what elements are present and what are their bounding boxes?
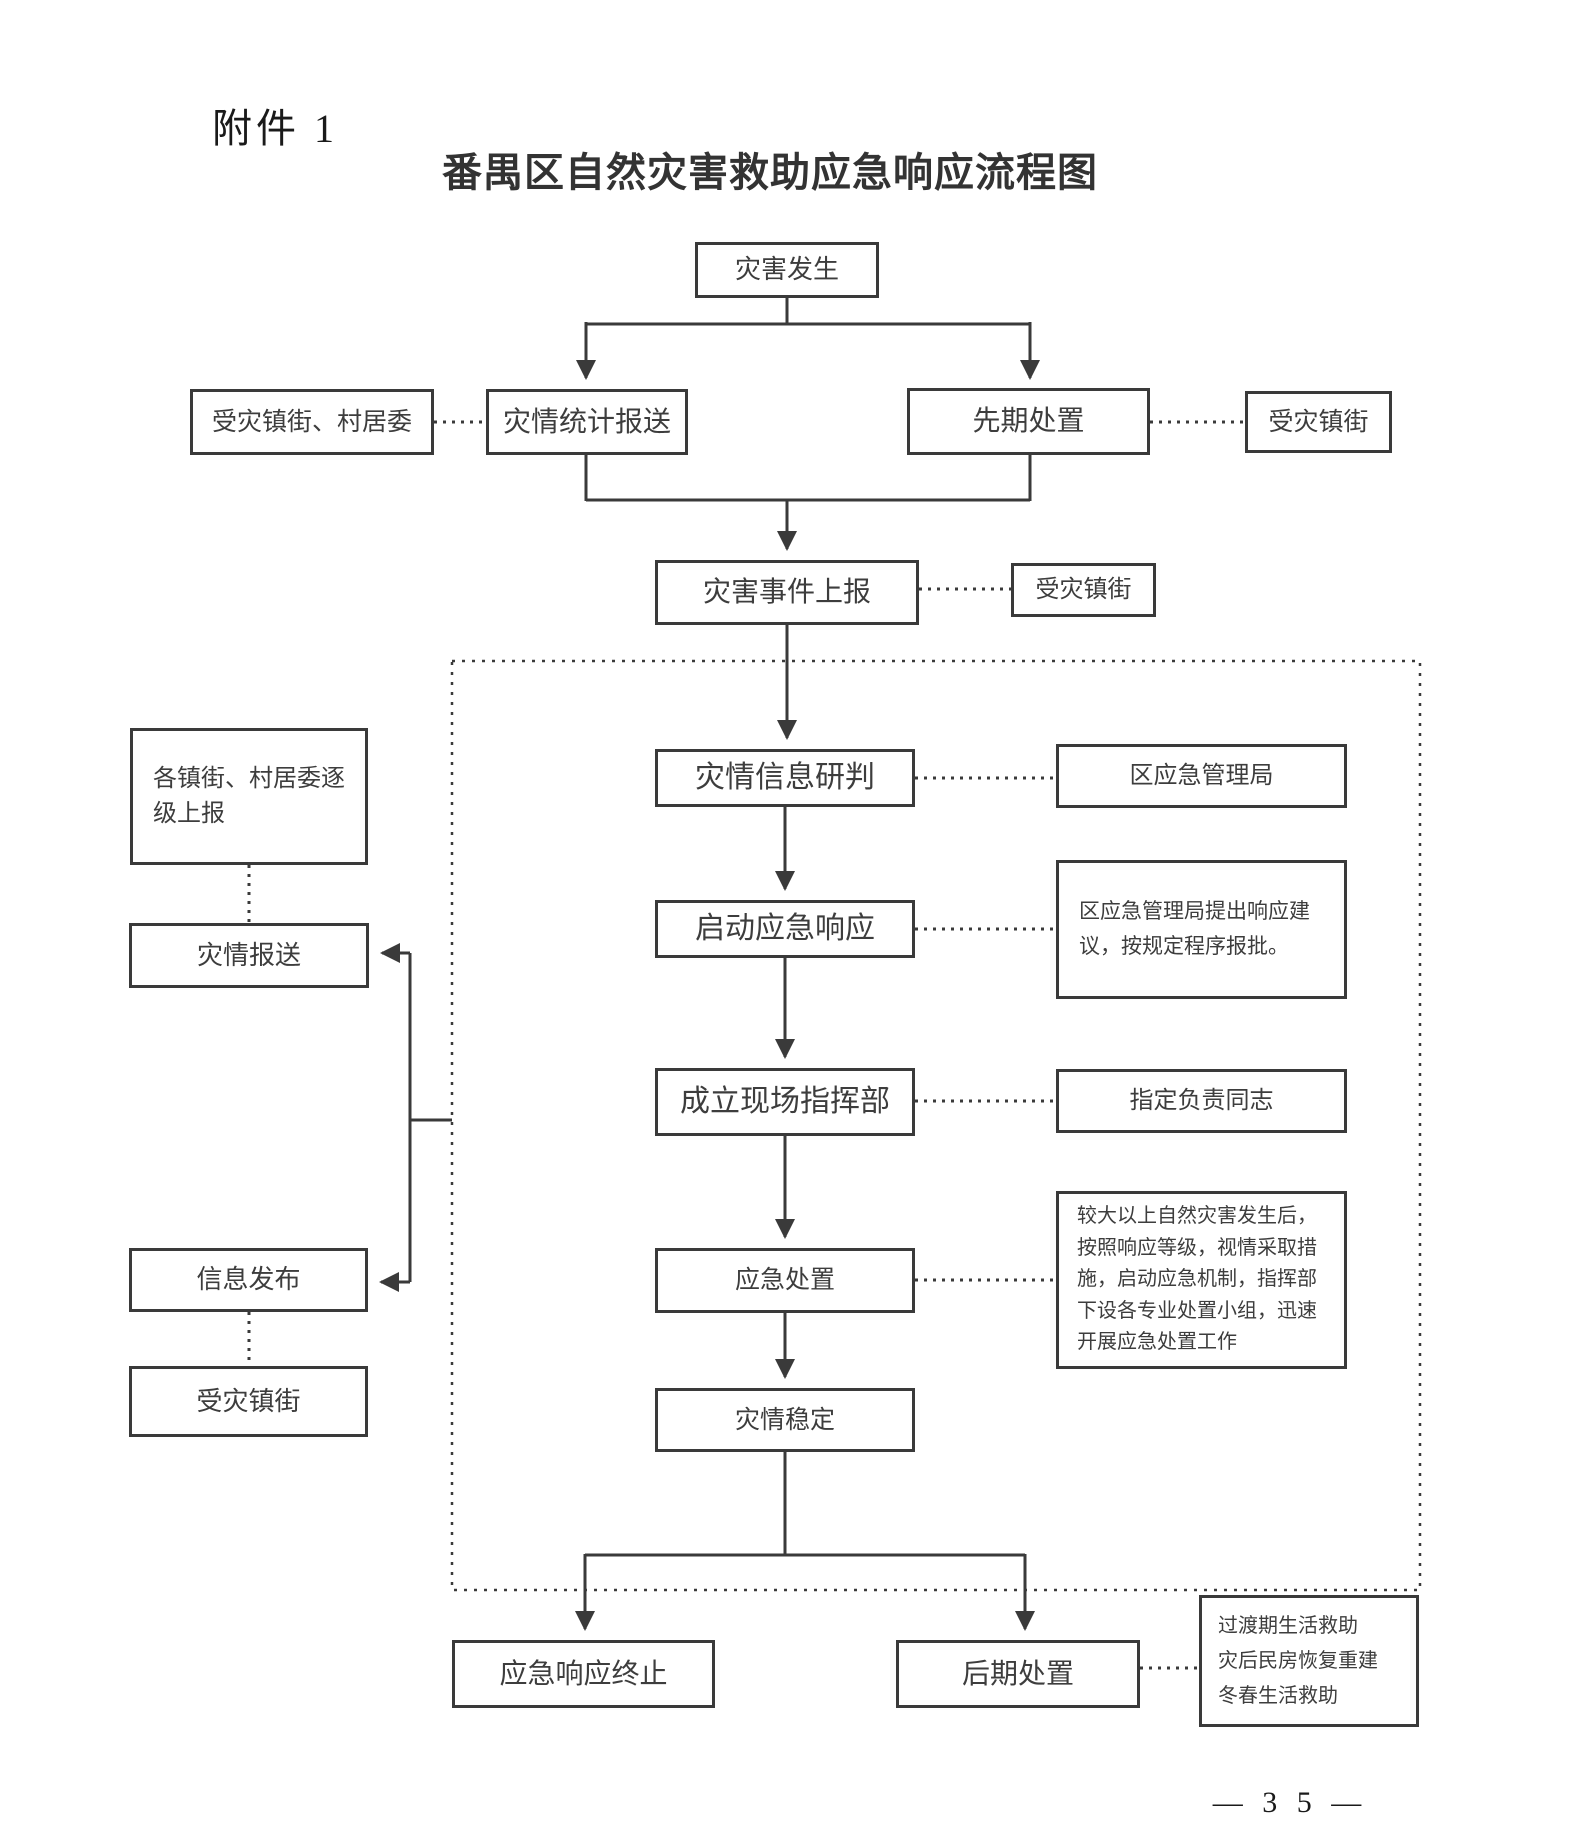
page-number: — 3 5 —	[1212, 1786, 1368, 1819]
split-to-bottom-boxes	[575, 1452, 1035, 1631]
node-initial-disposal: 先期处置	[907, 388, 1150, 455]
merge-to-event-report	[584, 455, 1032, 551]
node-disaster-report: 灾情报送	[129, 923, 369, 988]
split-from-disaster-occur	[576, 298, 1040, 380]
node-disaster-occur: 灾害发生	[695, 242, 879, 298]
attachment-label: 附件 1	[212, 106, 338, 151]
node-stat-report: 灾情统计报送	[486, 389, 688, 455]
node-event-report: 灾害事件上报	[655, 560, 919, 625]
node-affected-town-right: 受灾镇街	[1245, 391, 1392, 453]
feedback-to-left-column	[379, 943, 452, 1292]
node-affected-town-village: 受灾镇街、村居委	[190, 389, 434, 455]
page-title: 番禺区自然灾害救助应急响应流程图	[442, 151, 1098, 195]
node-emergency-disposal: 应急处置	[655, 1248, 915, 1313]
node-later-disposal: 后期处置	[896, 1640, 1140, 1708]
node-start-response: 启动应急响应	[655, 900, 915, 958]
node-designate-leader: 指定负责同志	[1056, 1069, 1347, 1133]
node-district-bureau: 区应急管理局	[1056, 744, 1347, 808]
node-setup-command: 成立现场指挥部	[655, 1068, 915, 1136]
node-info-release: 信息发布	[129, 1248, 368, 1312]
response-phase-dotted-region	[450, 659, 1422, 1592]
note-later-items: 过渡期生活救助 灾后民房恢复重建 冬春生活救助	[1199, 1595, 1419, 1727]
note-response-suggestion: 区应急管理局提出响应建议，按规定程序报批。	[1056, 860, 1347, 999]
node-info-research: 灾情信息研判	[655, 749, 915, 807]
node-response-end: 应急响应终止	[452, 1640, 715, 1708]
node-situation-stable: 灾情稳定	[655, 1388, 915, 1452]
node-township-level-report: 各镇街、村居委逐级上报	[130, 728, 368, 865]
main-flow-arrows	[775, 625, 797, 1379]
note-disposal-detail: 较大以上自然灾害发生后，按照响应等级，视情采取措施，启动应急机制，指挥部下设各专…	[1056, 1191, 1347, 1369]
dotted-association-lines	[247, 420, 1245, 1670]
node-affected-town-mid: 受灾镇街	[1011, 563, 1156, 617]
node-affected-town-left: 受灾镇街	[129, 1366, 368, 1437]
